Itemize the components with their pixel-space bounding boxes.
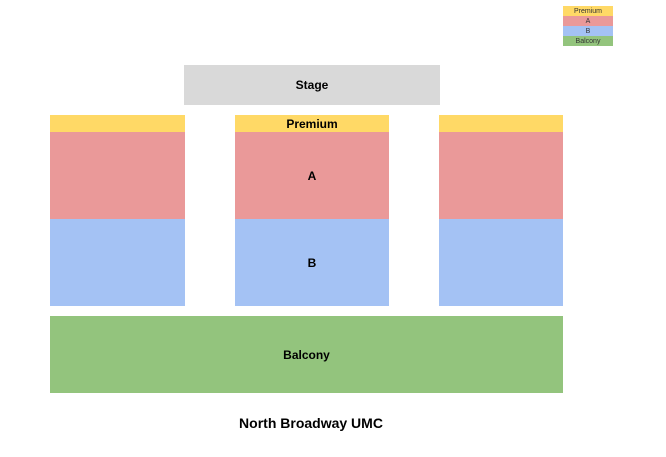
- premium-right[interactable]: [439, 115, 563, 132]
- venue-title: North Broadway UMC: [239, 415, 383, 431]
- section-b-left[interactable]: [50, 219, 185, 306]
- section-b-center[interactable]: B: [235, 219, 389, 306]
- legend-a: A: [563, 16, 613, 26]
- section-a-right[interactable]: [439, 132, 563, 219]
- premium-left[interactable]: [50, 115, 185, 132]
- legend-b: B: [563, 26, 613, 36]
- balcony[interactable]: Balcony: [50, 316, 563, 393]
- section-b-right[interactable]: [439, 219, 563, 306]
- section-a-center[interactable]: A: [235, 132, 389, 219]
- section-a-left[interactable]: [50, 132, 185, 219]
- premium-center[interactable]: Premium: [235, 115, 389, 132]
- stage: Stage: [184, 65, 440, 105]
- legend-balcony: Balcony: [563, 36, 613, 46]
- legend-premium: Premium: [563, 6, 613, 16]
